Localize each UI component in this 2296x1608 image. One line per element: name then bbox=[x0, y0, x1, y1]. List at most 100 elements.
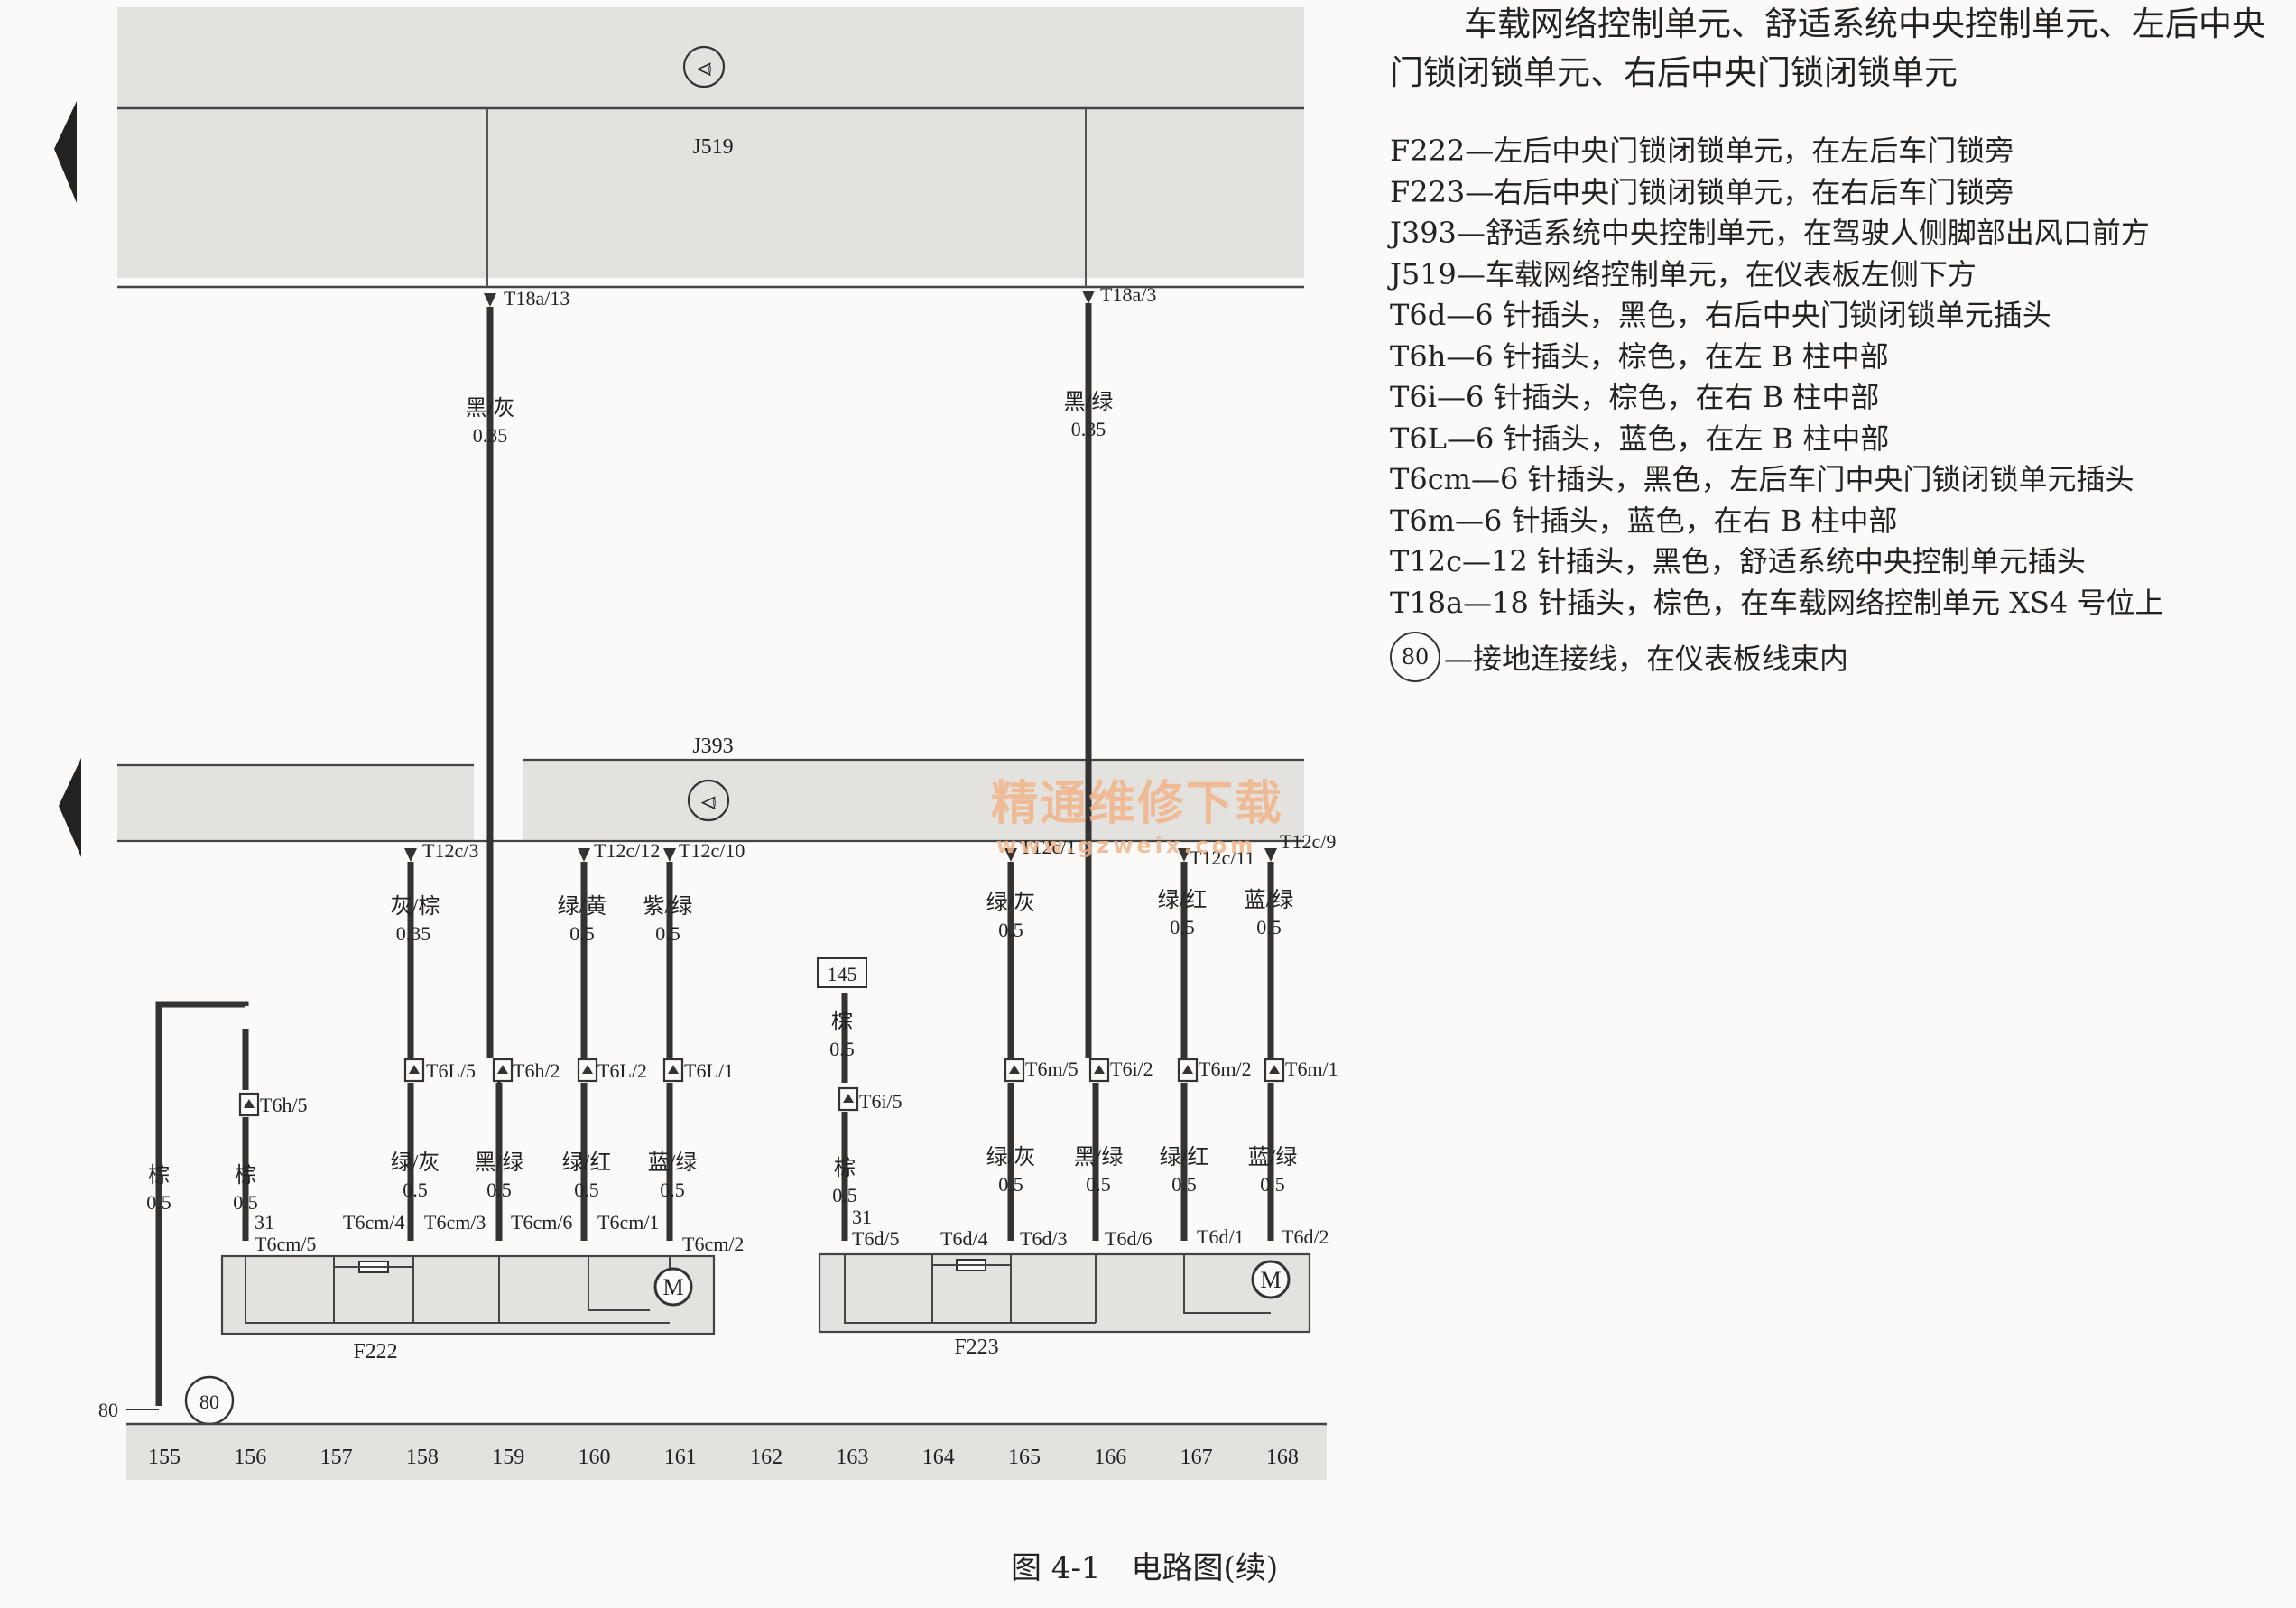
pin-t18a-13: T18a/13 bbox=[504, 287, 569, 310]
pin-t6h-5: T6h/5 bbox=[260, 1094, 308, 1116]
wire-color-163-top: 棕 bbox=[831, 1010, 853, 1034]
column-number: 155 bbox=[148, 1446, 181, 1469]
pin-t6l-1: T6L/1 bbox=[684, 1059, 734, 1082]
ground-circle-label: 80 bbox=[199, 1391, 219, 1413]
wire-color-165-low: 绿/灰 bbox=[986, 1145, 1036, 1169]
wire-size-159-low: 0.5 bbox=[486, 1178, 512, 1201]
pin-t6cm-4: T6cm/4 bbox=[343, 1211, 404, 1234]
pin-t6m-5: T6m/5 bbox=[1025, 1058, 1079, 1080]
arrow-marks bbox=[404, 291, 1277, 862]
wire-color-166-low: 黑/绿 bbox=[1074, 1145, 1124, 1169]
column-number: 161 bbox=[664, 1446, 697, 1469]
svg-text:⏿: ⏿ bbox=[696, 54, 712, 80]
wire-color-167: 绿/红 bbox=[1158, 888, 1208, 912]
legend-item: T6L—6 针插头，蓝色，在左 B 柱中部 bbox=[1390, 420, 1890, 456]
legend-item: T6cm—6 针插头，黑色，左后车门中央门锁闭锁单元插头 bbox=[1390, 462, 2134, 496]
wire-color-163-low: 棕 bbox=[834, 1156, 856, 1180]
j519-label: J519 bbox=[692, 135, 733, 159]
legend-title: 车载网络控制单元、舒适系统中央控制单元、左后中央门锁闭锁单元、右后中央门锁闭锁单… bbox=[1390, 5, 2265, 92]
pin-t12c-11: T12c/11 bbox=[1190, 846, 1255, 869]
box-145-label: 145 bbox=[828, 963, 857, 985]
wire-color-161-low: 蓝/绿 bbox=[648, 1151, 698, 1175]
wire-size-160-low: 0.5 bbox=[574, 1178, 599, 1201]
legend-item: T18a—18 针插头，棕色，在车载网络控制单元 XS4 号位上 bbox=[1390, 585, 2164, 620]
column-number: 160 bbox=[579, 1446, 611, 1469]
pin-t12c-3: T12c/3 bbox=[422, 839, 478, 862]
ground-description: —接地连接线，在仪表板线束内 bbox=[1444, 642, 1849, 676]
pin-t6d-6: T6d/6 bbox=[1105, 1227, 1153, 1250]
wire-size-156: 0.5 bbox=[233, 1191, 258, 1214]
column-number: 164 bbox=[922, 1446, 955, 1469]
pin-t6cm-5: T6cm/5 bbox=[255, 1233, 316, 1255]
pin-31-right: 31 bbox=[852, 1206, 872, 1228]
column-number: 163 bbox=[836, 1446, 868, 1469]
pin-t6l-2: T6L/2 bbox=[597, 1059, 647, 1082]
pin-t6l-5: T6L/5 bbox=[426, 1059, 476, 1082]
f223-module: M F223 bbox=[818, 1252, 1311, 1359]
column-number: 156 bbox=[234, 1446, 266, 1469]
wire-color-158: 灰/棕 bbox=[391, 894, 440, 919]
j393-label: J393 bbox=[692, 735, 733, 758]
pin-t6d-4: T6d/4 bbox=[940, 1227, 988, 1250]
legend-item: F222—左后中央门锁闭锁单元，在左后车门锁旁 bbox=[1390, 134, 2014, 168]
pin-t6h-2: T6h/2 bbox=[513, 1059, 560, 1082]
pin-t6d-2: T6d/2 bbox=[1282, 1225, 1329, 1248]
wire-color-155: 棕 bbox=[148, 1163, 170, 1188]
wire-color-158-low: 绿/灰 bbox=[391, 1151, 440, 1175]
wire-size-163-top: 0.5 bbox=[829, 1038, 855, 1060]
j393-module: ⏿ J393 bbox=[117, 735, 1304, 843]
pin-t6i-5: T6i/5 bbox=[859, 1090, 903, 1113]
j519-module: ⏿ J519 bbox=[117, 7, 1304, 289]
wire-color-156: 棕 bbox=[235, 1163, 256, 1188]
wire-size-159: 0.35 bbox=[473, 424, 508, 447]
pin-t18a-3: T18a/3 bbox=[1100, 283, 1156, 306]
column-number: 165 bbox=[1008, 1446, 1041, 1469]
pin-31-left: 31 bbox=[255, 1211, 274, 1234]
wire-size-167: 0.5 bbox=[1170, 916, 1195, 938]
column-number: 157 bbox=[320, 1446, 353, 1469]
pin-t12c-1: T12c/1 bbox=[1020, 836, 1076, 858]
watermark: 精通维修下载 www.gzweix.com bbox=[991, 765, 1283, 858]
wire-color-160-low: 绿/红 bbox=[562, 1151, 612, 1175]
column-number: 159 bbox=[492, 1446, 524, 1469]
pin-t6cm-2: T6cm/2 bbox=[682, 1233, 744, 1255]
pin-t6d-3: T6d/3 bbox=[1020, 1227, 1068, 1250]
motor-m-right: M bbox=[1260, 1267, 1281, 1293]
figure-caption: 图 4-1 电路图(续) bbox=[1011, 1550, 1279, 1586]
wire-lines bbox=[155, 303, 1274, 1406]
wire-color-168: 蓝/绿 bbox=[1245, 888, 1294, 912]
wire-size-166-low: 0.5 bbox=[1086, 1173, 1111, 1196]
column-number: 162 bbox=[750, 1446, 782, 1469]
legend-item: J519—车载网络控制单元，在仪表板左侧下方 bbox=[1390, 256, 1977, 291]
wire-size-161: 0.5 bbox=[655, 922, 680, 945]
circuit-diagram: ⏿ J519 ⏿ J393 bbox=[54, 7, 1338, 1480]
wire-color-165: 绿/灰 bbox=[986, 891, 1036, 915]
pin-t6m-1: T6m/1 bbox=[1285, 1058, 1338, 1080]
pin-t6cm-3: T6cm/3 bbox=[424, 1211, 486, 1234]
pin-t6m-2: T6m/2 bbox=[1199, 1058, 1252, 1080]
legend-item: T6i—6 针插头，棕色，在右 B 柱中部 bbox=[1390, 380, 1880, 414]
column-number: 158 bbox=[406, 1446, 439, 1469]
watermark-line2: www.gzweix.com bbox=[996, 833, 1257, 858]
wire-size-158-low: 0.5 bbox=[403, 1178, 428, 1201]
left-arrow-top bbox=[54, 101, 77, 203]
pin-t6cm-6: T6cm/6 bbox=[511, 1211, 572, 1234]
pin-t6i-2: T6i/2 bbox=[1110, 1058, 1153, 1080]
wire-size-168-low: 0.5 bbox=[1260, 1173, 1285, 1196]
f222-label: F222 bbox=[353, 1340, 397, 1363]
pin-t12c-10: T12c/10 bbox=[679, 839, 745, 862]
legend-item: F223—右后中央门锁闭锁单元，在右后车门锁旁 bbox=[1390, 174, 2014, 209]
wire-color-167-low: 绿/红 bbox=[1160, 1145, 1209, 1169]
wire-color-161: 紫/绿 bbox=[643, 894, 693, 919]
motor-m-left: M bbox=[662, 1274, 683, 1300]
legend-item: J393—舒适系统中央控制单元，在驾驶人侧脚部出风口前方 bbox=[1390, 216, 2150, 250]
pin-t12c-12: T12c/12 bbox=[594, 839, 660, 862]
wire-size-160: 0.5 bbox=[569, 922, 595, 945]
f222-module: M F222 bbox=[220, 1254, 716, 1363]
svg-text:⏿: ⏿ bbox=[700, 788, 717, 814]
ground-line-label: 80 bbox=[98, 1399, 118, 1421]
wire-size-167-low: 0.5 bbox=[1171, 1173, 1197, 1196]
legend-item: T6m—6 针插头，蓝色，在右 B 柱中部 bbox=[1390, 503, 1898, 538]
left-arrow-mid bbox=[59, 758, 81, 857]
legend-item: T12c—12 针插头，黑色，舒适系统中央控制单元插头 bbox=[1390, 544, 2086, 578]
